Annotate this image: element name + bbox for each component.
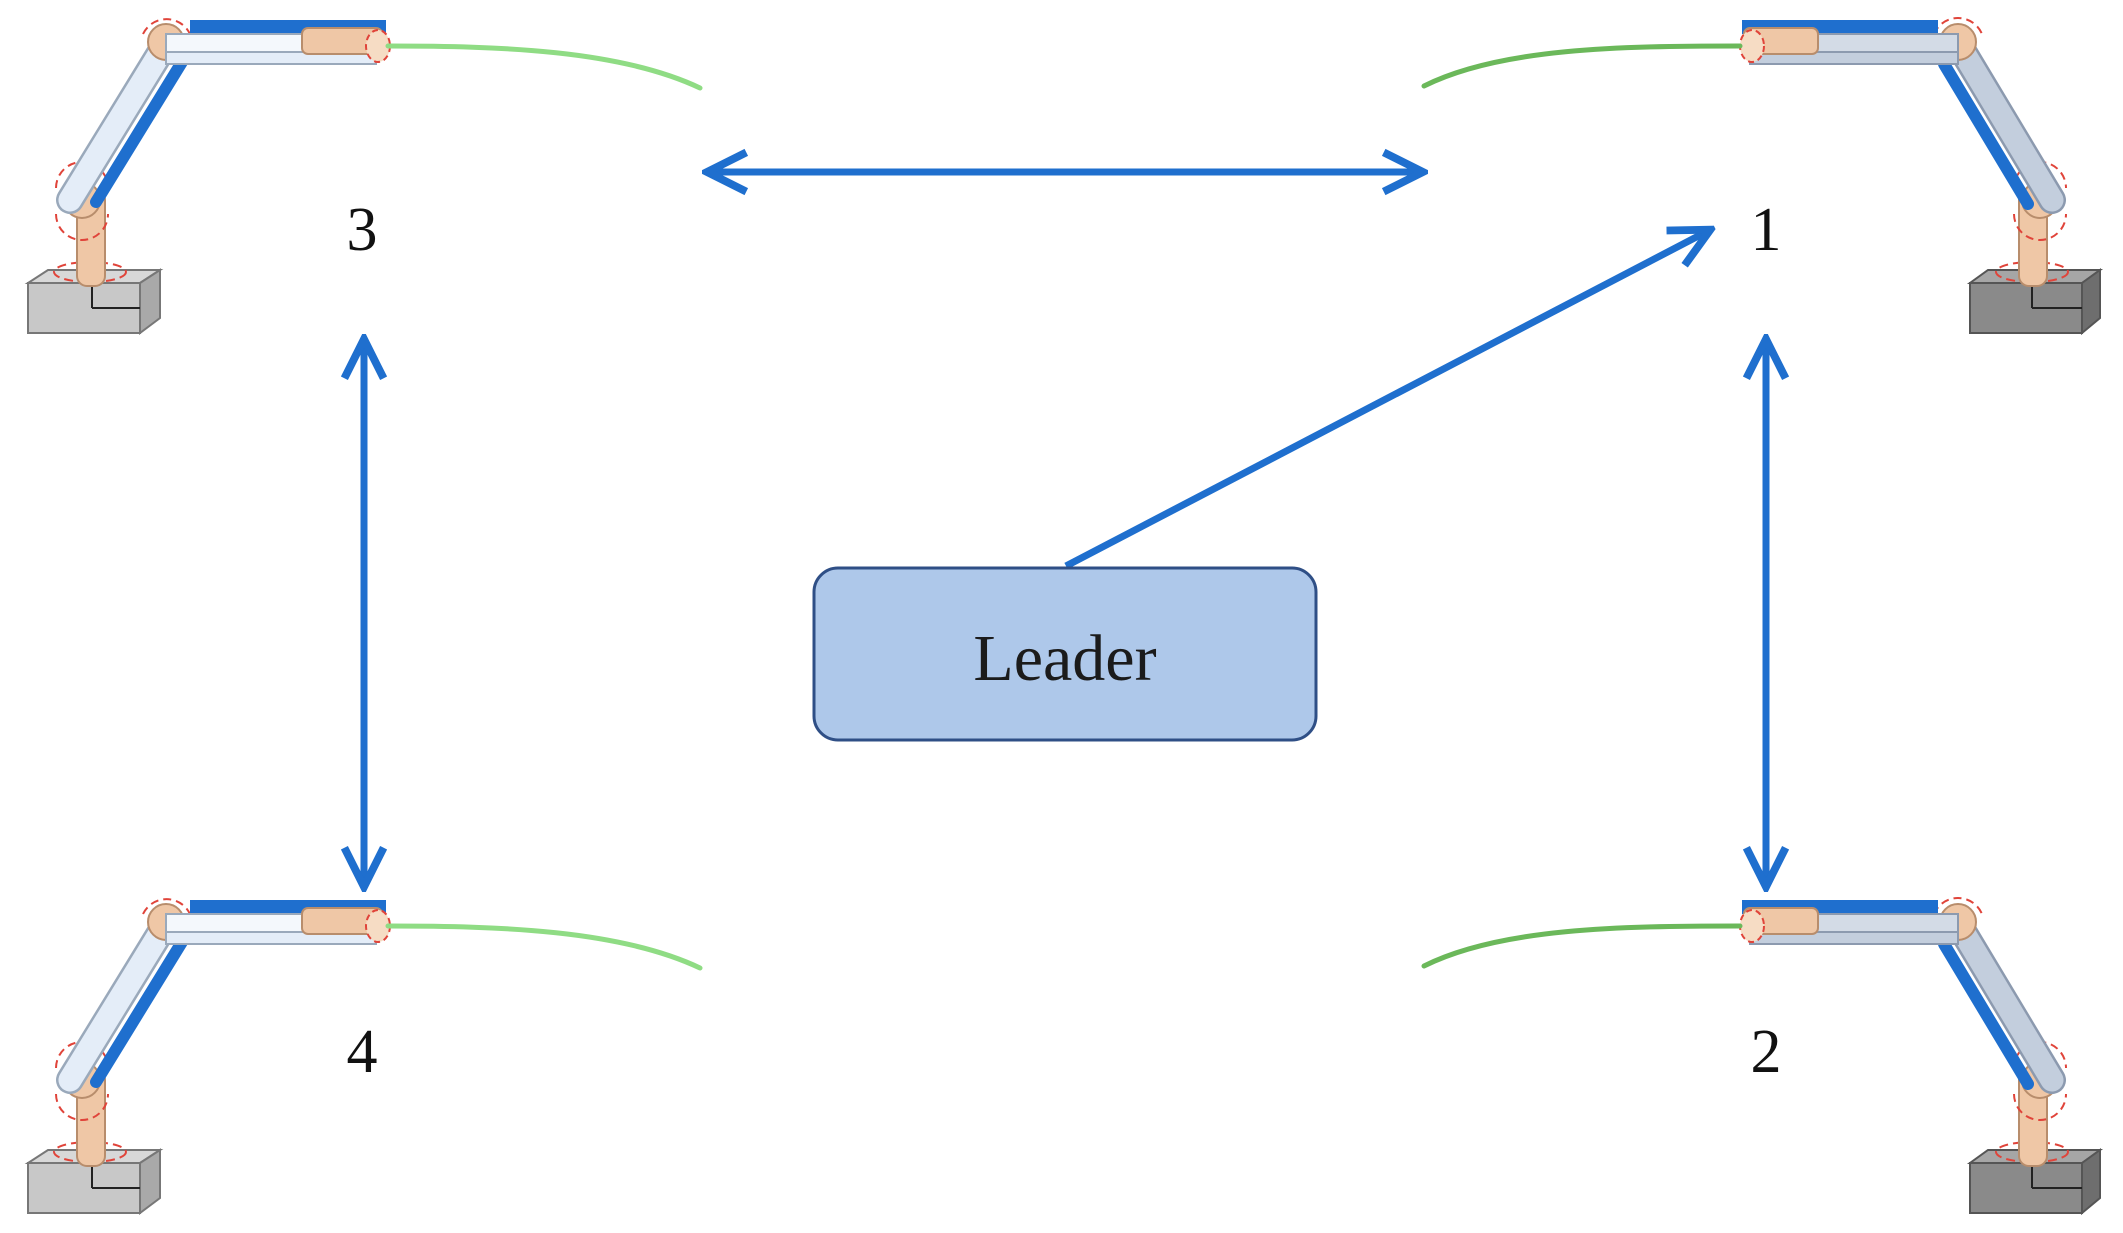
- agent-label-4: 4: [347, 1018, 378, 1086]
- robot-arm-1: [1424, 18, 2100, 333]
- agent-label-3: 3: [347, 196, 378, 264]
- leader-label: Leader: [973, 622, 1156, 695]
- leader-node: Leader: [812, 566, 1318, 742]
- agent-label-1: 1: [1751, 196, 1782, 264]
- robot-arm-3: [28, 19, 700, 333]
- arrow-leader-1: [1064, 232, 1706, 570]
- agent-label-2: 2: [1751, 1018, 1782, 1086]
